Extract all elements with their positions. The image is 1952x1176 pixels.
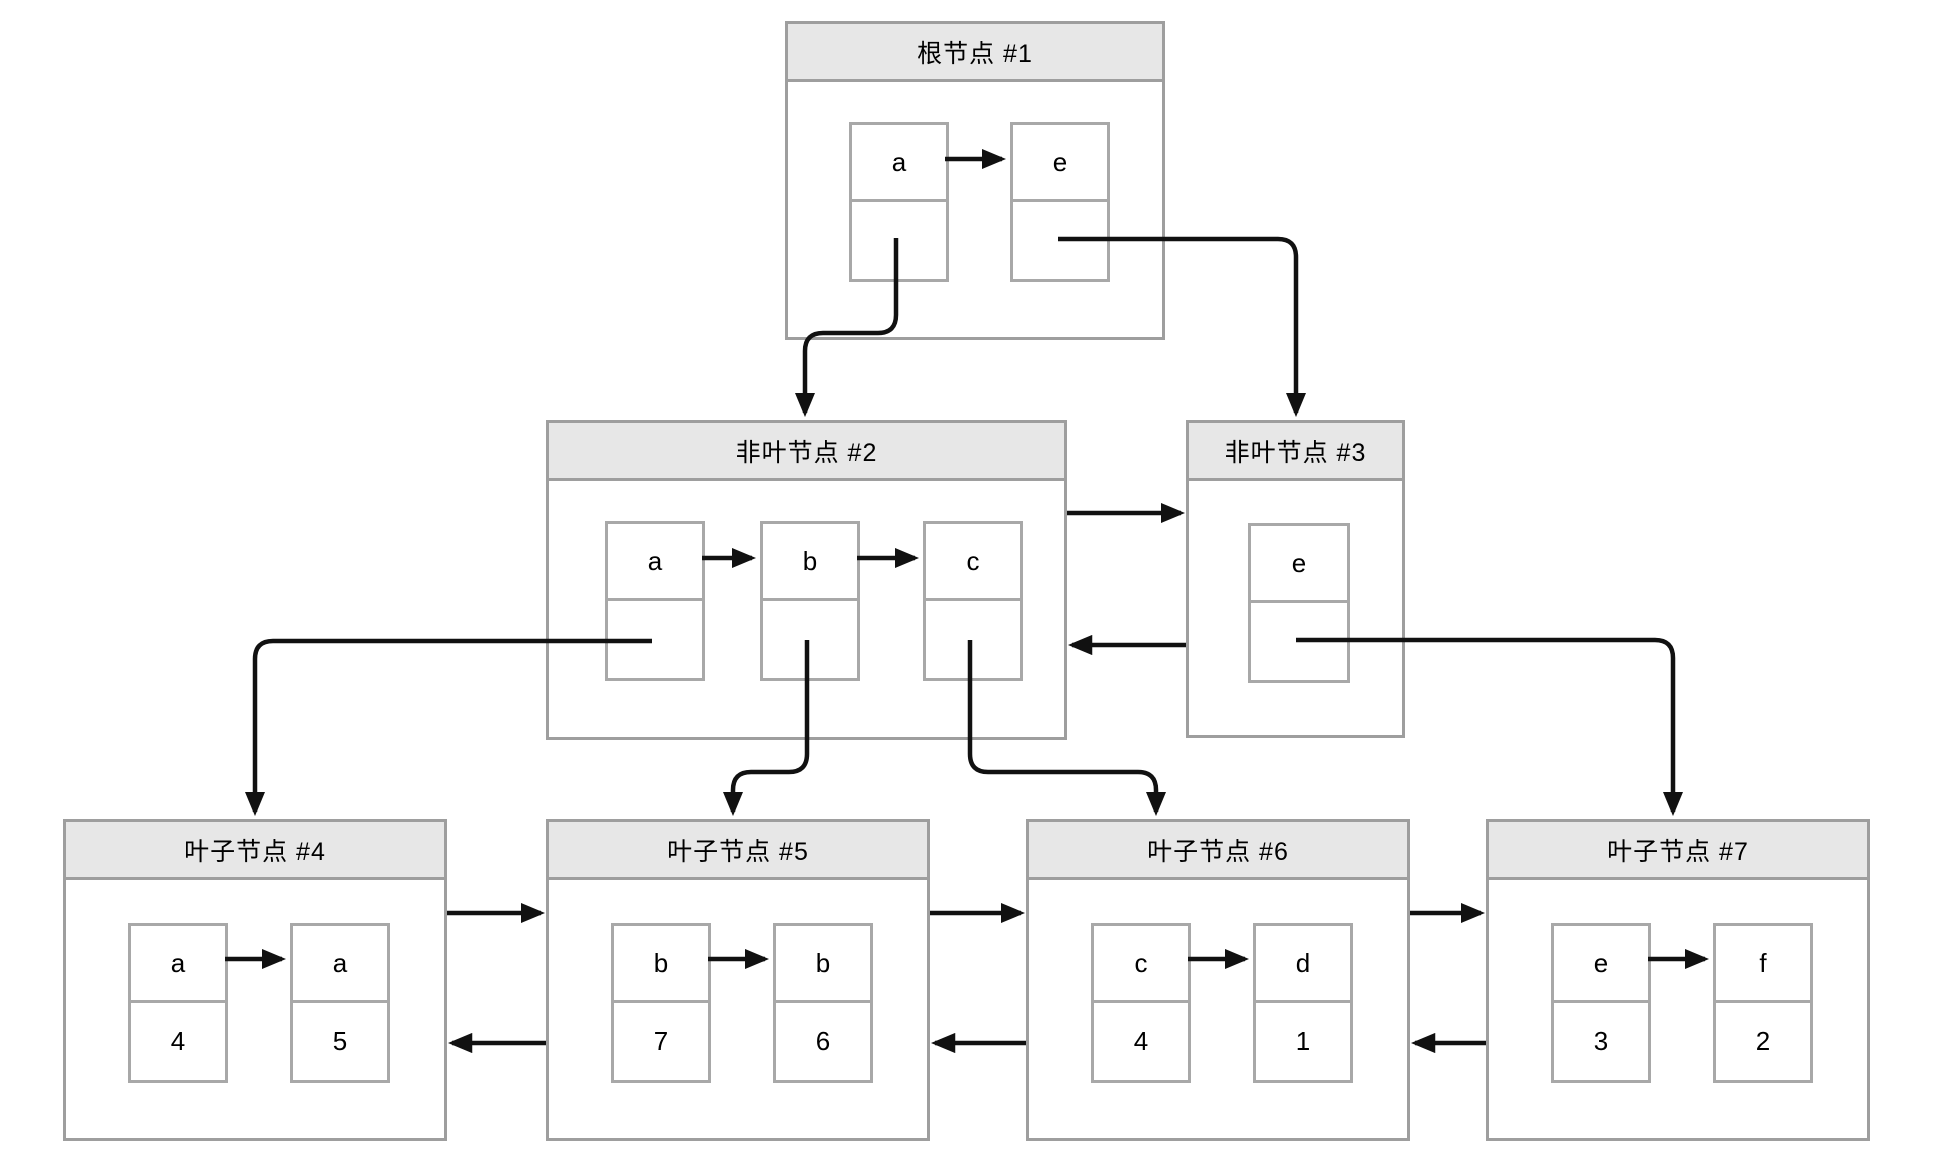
record-cell: b 7 (611, 923, 711, 1083)
value-cell: 4 (1133, 1026, 1149, 1056)
key-cell: a (852, 125, 946, 202)
value-cell: 6 (815, 1026, 831, 1056)
node-title-3: 非叶节点 #3 (1189, 423, 1402, 481)
key-cell: b (763, 524, 857, 601)
node-title-7: 叶子节点 #7 (1489, 822, 1867, 880)
node-box-internal-2: 非叶节点 #2 a b c (546, 420, 1067, 740)
node-title-1: 根节点 #1 (788, 24, 1162, 82)
key-cell: a (131, 926, 225, 1003)
key-cell: f (1716, 926, 1810, 1003)
key-cell: b (776, 926, 870, 1003)
pointer-cell (608, 601, 702, 678)
node-title-4: 叶子节点 #4 (66, 822, 444, 880)
value-cell: 3 (1593, 1026, 1609, 1056)
pointer-cell (1251, 603, 1347, 680)
key-cell: a (293, 926, 387, 1003)
record-cell: d 1 (1253, 923, 1353, 1083)
key-cell: a (608, 524, 702, 601)
pointer-cell (1013, 202, 1107, 279)
pointer-cell (852, 202, 946, 279)
value-cell: 5 (332, 1026, 348, 1056)
node-box-leaf-4: 叶子节点 #4 a 4 a 5 (63, 819, 447, 1141)
record-cell: a (605, 521, 705, 681)
key-cell: d (1256, 926, 1350, 1003)
key-cell: e (1013, 125, 1107, 202)
record-cell: b (760, 521, 860, 681)
record-cell: e (1248, 523, 1350, 683)
node-title-6: 叶子节点 #6 (1029, 822, 1407, 880)
record-cell: c 4 (1091, 923, 1191, 1083)
key-cell: c (926, 524, 1020, 601)
node-box-leaf-5: 叶子节点 #5 b 7 b 6 (546, 819, 930, 1141)
value-cell: 7 (653, 1026, 669, 1056)
key-cell: b (614, 926, 708, 1003)
record-cell: f 2 (1713, 923, 1813, 1083)
node-box-internal-3: 非叶节点 #3 e (1186, 420, 1405, 738)
value-cell: 2 (1755, 1026, 1771, 1056)
record-cell: e 3 (1551, 923, 1651, 1083)
record-cell: a 5 (290, 923, 390, 1083)
node-box-leaf-6: 叶子节点 #6 c 4 d 1 (1026, 819, 1410, 1141)
node-box-root-1: 根节点 #1 a e (785, 21, 1165, 340)
key-cell: c (1094, 926, 1188, 1003)
value-cell: 1 (1295, 1026, 1311, 1056)
node-title-2: 非叶节点 #2 (549, 423, 1064, 481)
value-cell: 4 (170, 1026, 186, 1056)
pointer-cell (926, 601, 1020, 678)
record-cell: e (1010, 122, 1110, 282)
record-cell: c (923, 521, 1023, 681)
node-box-leaf-7: 叶子节点 #7 e 3 f 2 (1486, 819, 1870, 1141)
pointer-cell (763, 601, 857, 678)
record-cell: a (849, 122, 949, 282)
key-cell: e (1251, 526, 1347, 603)
record-cell: b 6 (773, 923, 873, 1083)
node-title-5: 叶子节点 #5 (549, 822, 927, 880)
record-cell: a 4 (128, 923, 228, 1083)
key-cell: e (1554, 926, 1648, 1003)
